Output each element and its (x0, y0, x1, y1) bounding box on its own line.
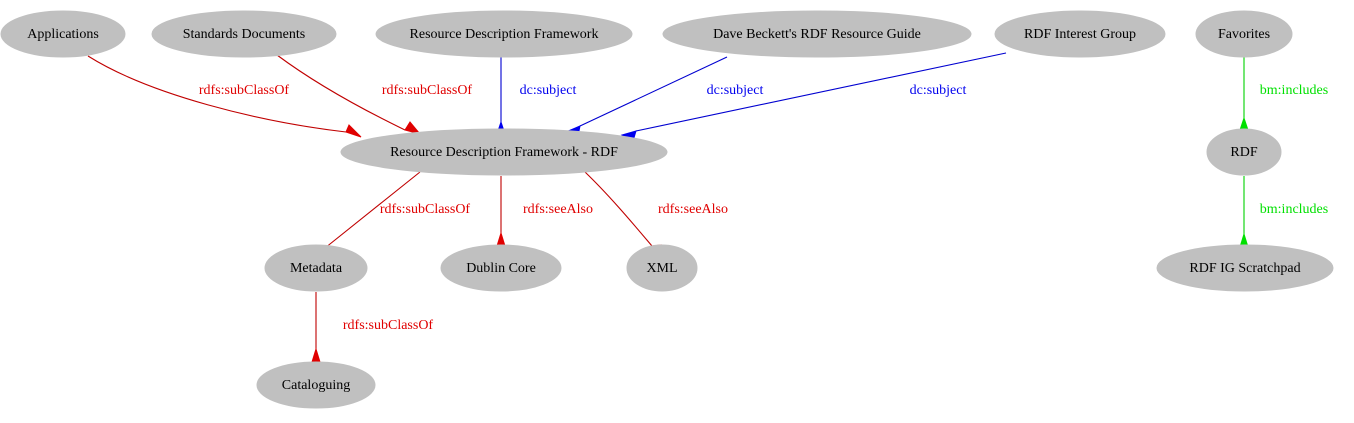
edge-label: dc:subject (910, 83, 967, 98)
node-ellipse (626, 244, 698, 292)
edge-line (579, 56, 728, 127)
node-dave_beckett[interactable]: Dave Beckett's RDF Resource Guide (662, 10, 972, 58)
edge-line (276, 54, 406, 131)
node-dublin_core[interactable]: Dublin Core (440, 244, 562, 292)
node-ellipse (994, 10, 1166, 58)
edge-label: rdfs:subClassOf (382, 83, 473, 98)
node-rdf_small[interactable]: RDF (1206, 128, 1282, 176)
node-label: Metadata (290, 261, 343, 276)
node-label: Resource Description Framework - RDF (390, 145, 618, 160)
node-favorites[interactable]: Favorites (1195, 10, 1293, 58)
node-scratchpad[interactable]: RDF IG Scratchpad (1156, 244, 1334, 292)
edge-label: bm:includes (1260, 83, 1328, 98)
edge-label: rdfs:seeAlso (658, 202, 728, 217)
node-ellipse (264, 244, 368, 292)
edge-e-metadata-cataloguing (311, 292, 321, 363)
arrowhead-icon (311, 347, 321, 363)
node-rdf_center[interactable]: Resource Description Framework - RDF (340, 128, 668, 176)
node-interest_group[interactable]: RDF Interest Group (994, 10, 1166, 58)
node-metadata[interactable]: Metadata (264, 244, 368, 292)
node-ellipse (256, 361, 376, 409)
node-label: Dave Beckett's RDF Resource Guide (713, 27, 921, 42)
node-label: Applications (27, 27, 99, 42)
edge-label: dc:subject (520, 83, 577, 98)
node-ellipse (1206, 128, 1282, 176)
edge-line (324, 171, 421, 249)
node-rdf_full[interactable]: Resource Description Framework (375, 10, 633, 58)
arrowhead-icon (404, 121, 422, 135)
edge-e-rdfsmall-scratchpad (1239, 176, 1249, 248)
node-ellipse (375, 10, 633, 58)
edge-label: bm:includes (1260, 202, 1328, 217)
node-label: XML (646, 261, 677, 276)
node-label: RDF Interest Group (1024, 27, 1136, 42)
node-ellipse (340, 128, 668, 176)
node-ellipse (0, 10, 126, 58)
edge-e-beckett-rdf (564, 56, 728, 137)
edge-e-rdf-dublin (496, 176, 506, 247)
node-label: RDF IG Scratchpad (1189, 261, 1300, 276)
edge-e-standards-rdf (276, 54, 422, 135)
node-label: RDF (1230, 145, 1257, 160)
arrowhead-icon (1239, 116, 1249, 131)
node-applications[interactable]: Applications (0, 10, 126, 58)
edge-line (635, 52, 1007, 132)
edge-e-rdf-xml (584, 171, 662, 260)
node-label: Standards Documents (183, 27, 305, 42)
edge-labels-layer: rdfs:subClassOf rdfs:subClassOf dc:subject… (199, 83, 1328, 333)
edge-line (584, 171, 653, 247)
edge-e-applications-rdf (87, 55, 362, 138)
node-label: Favorites (1218, 27, 1270, 42)
edge-e-rdffull-rdf (496, 57, 506, 135)
arrowhead-icon (496, 231, 506, 247)
node-cataloguing[interactable]: Cataloguing (256, 361, 376, 409)
node-label: Resource Description Framework (410, 27, 599, 42)
node-label: Dublin Core (466, 261, 536, 276)
node-ellipse (440, 244, 562, 292)
node-ellipse (1156, 244, 1334, 292)
node-ellipse (1195, 10, 1293, 58)
node-label: Cataloguing (282, 378, 350, 393)
edge-label: dc:subject (707, 83, 764, 98)
arrowhead-icon (345, 124, 362, 138)
node-ellipse (151, 10, 337, 58)
node-xml[interactable]: XML (626, 244, 698, 292)
edge-line (87, 55, 347, 133)
edge-label: rdfs:subClassOf (199, 83, 290, 98)
node-standards[interactable]: Standards Documents (151, 10, 337, 58)
edge-e-favorites-rdfsmall (1239, 57, 1249, 131)
edge-label: rdfs:subClassOf (380, 202, 471, 217)
edge-label: rdfs:seeAlso (523, 202, 593, 217)
edge-label: rdfs:subClassOf (343, 318, 434, 333)
node-ellipse (662, 10, 972, 58)
